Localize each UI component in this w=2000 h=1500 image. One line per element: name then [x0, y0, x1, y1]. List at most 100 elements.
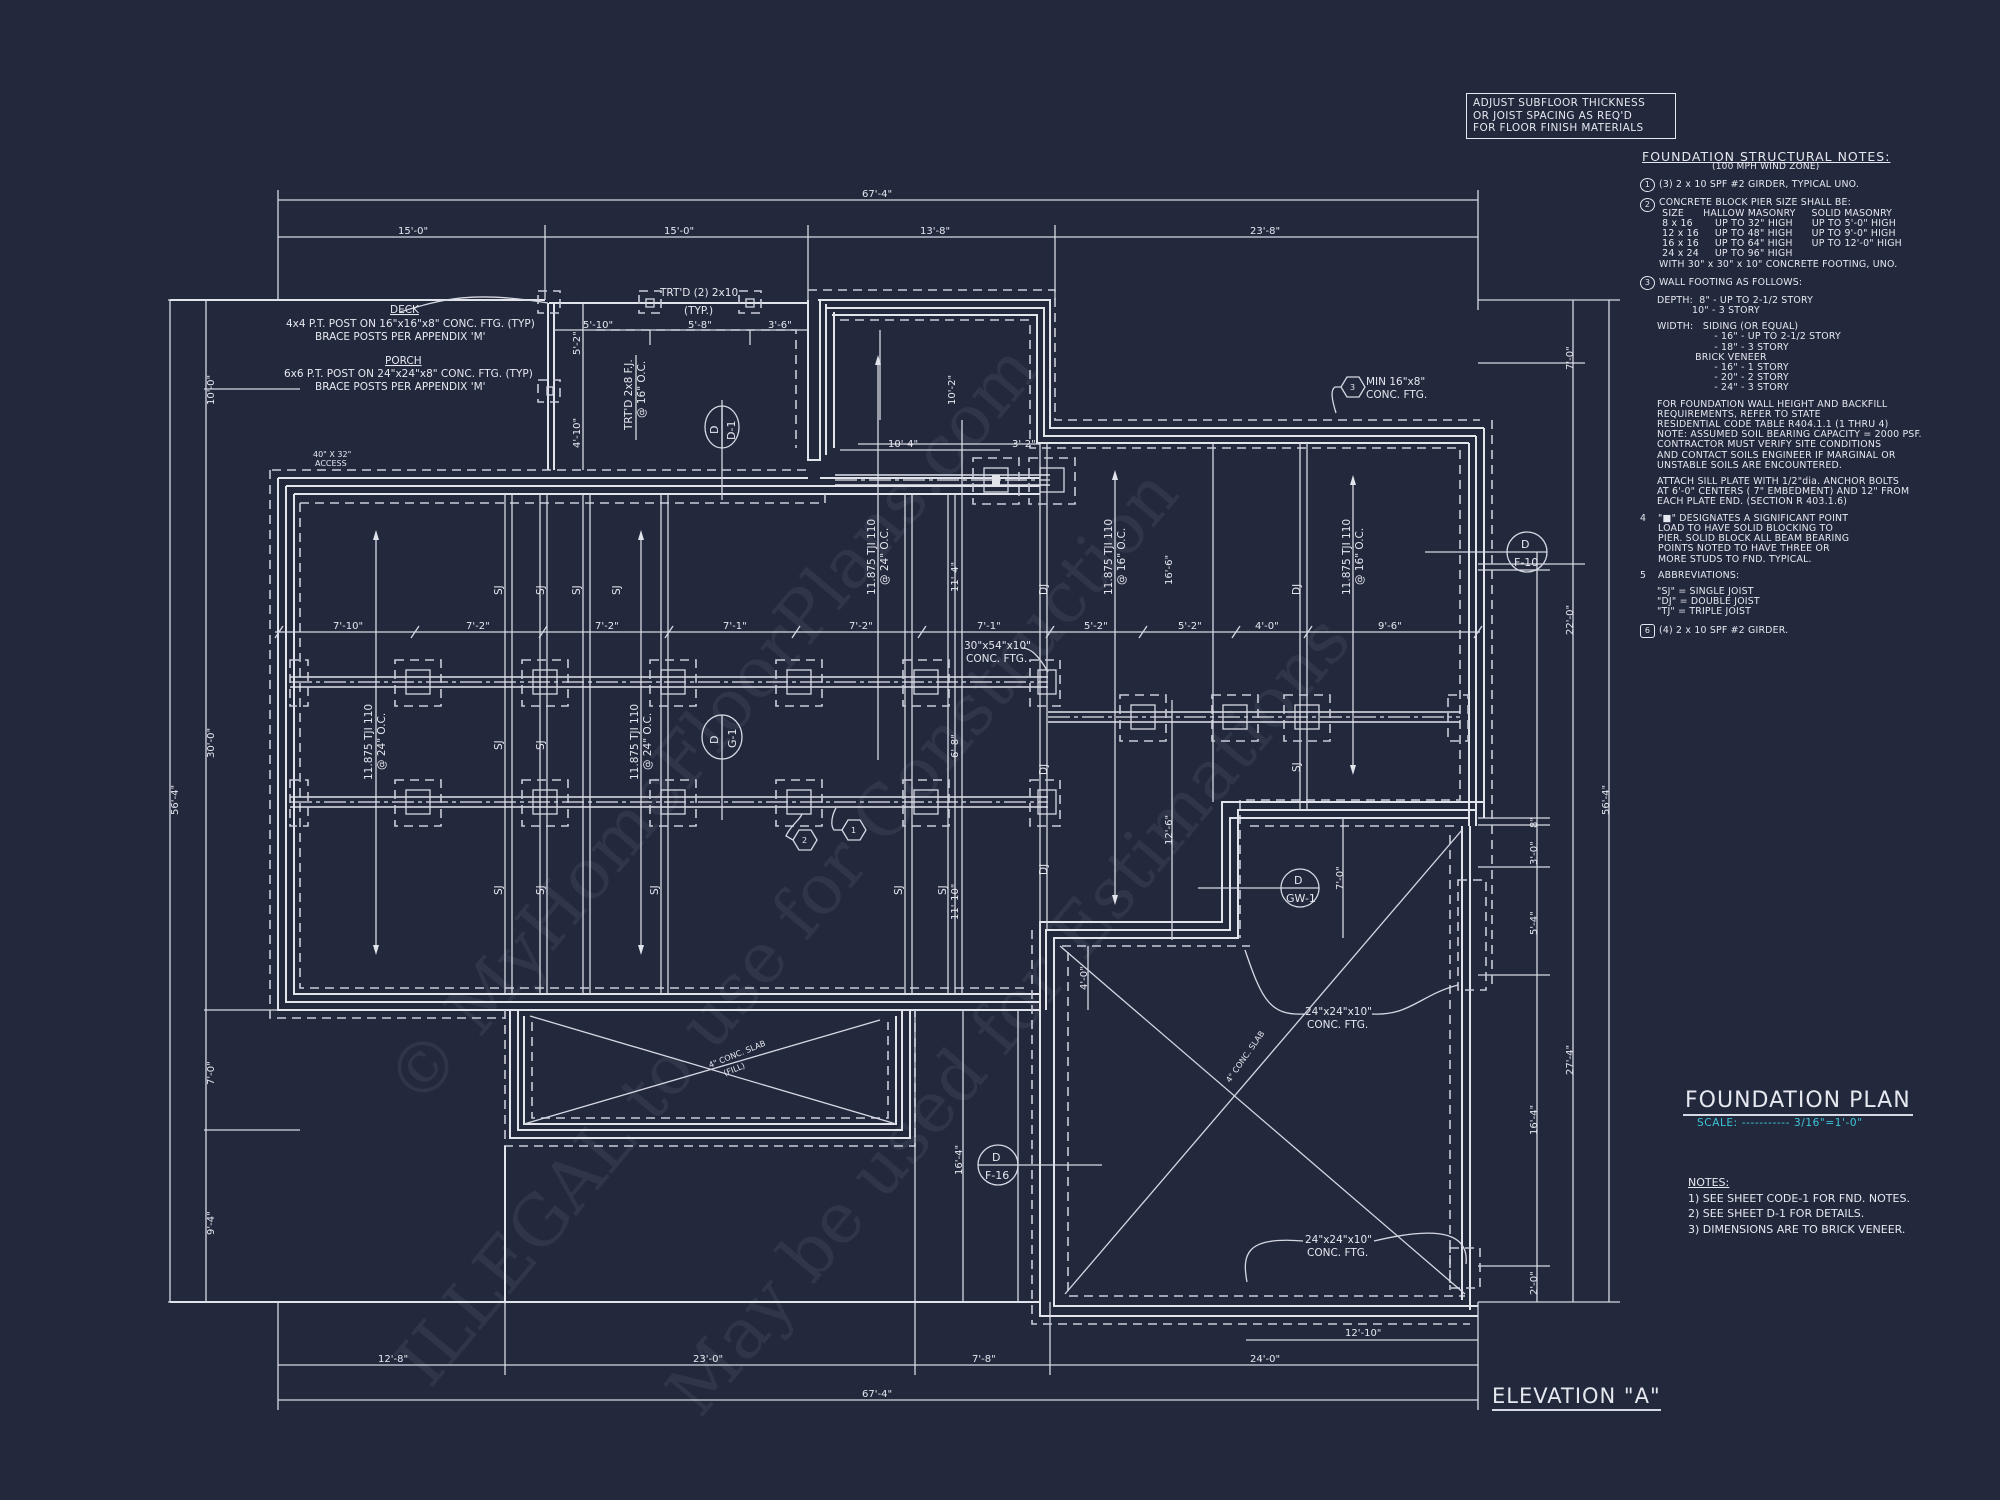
sj-label: SJ — [937, 885, 949, 895]
note-text: "SJ" = SINGLE JOIST "DJ" = DOUBLE JOIST … — [1657, 585, 1760, 618]
dj-label: DJ — [1291, 584, 1303, 595]
general-notes-heading: NOTES: — [1688, 1176, 1730, 1189]
section-tag-g1[interactable]: D G-1 — [701, 714, 743, 820]
sj-label: SJ — [493, 585, 505, 595]
dim-right-overall: 56'-4" — [1601, 785, 1612, 815]
dim-pier: 5'-2" — [1084, 621, 1108, 632]
pier — [394, 779, 442, 827]
porch-line1: 6x6 P.T. POST ON 24"x24"x8" CONC. FTG. (… — [284, 368, 533, 380]
dim-interior: 11'-10" — [950, 884, 961, 920]
note-text: ABBREVIATIONS: — [1658, 569, 1740, 581]
dim-deck: 5'-8" — [688, 320, 712, 331]
dim-pier: 7'-1" — [977, 621, 1001, 632]
dim-interior: 16'-6" — [1164, 555, 1175, 585]
section-tag-gw1[interactable]: D GW-1 — [1198, 868, 1320, 908]
pier — [972, 457, 1020, 505]
trtd-typ-label: (TYP.) — [684, 305, 713, 317]
sj-label: SJ — [493, 740, 505, 750]
note-number: 4 — [1640, 512, 1647, 524]
pier — [902, 779, 950, 827]
pier — [1283, 694, 1331, 742]
section-tag-top: D — [1521, 538, 1529, 551]
section-tag-f16[interactable]: D F-16 — [977, 1144, 1102, 1186]
dim-interior: 4'-0" — [1079, 966, 1090, 990]
pier — [1119, 694, 1167, 742]
dim-bottom-seg: 24'-0" — [1250, 1354, 1280, 1365]
porch-line2: BRACE POSTS PER APPENDIX 'M' — [315, 381, 486, 393]
plan-scale: SCALE: ----------- 3/16"=1'-0" — [1697, 1117, 1863, 1129]
dim-left-overall: 56'-4" — [170, 785, 181, 815]
structural-note-width: WIDTH: SIDING (OR EQUAL) - 16" - UP TO 2… — [1657, 322, 1980, 393]
section-tag-bottom: GW-1 — [1286, 892, 1316, 905]
pier — [1028, 457, 1076, 505]
section-tag-d1[interactable]: D D-1 — [704, 405, 740, 449]
dim-pier: 7'-2" — [849, 621, 873, 632]
left-dimensions: 56'-4" 10'-0" 30'-0" 7'-0" 9'-4" — [168, 299, 300, 1303]
dim-right-inner: 5'-4" — [1529, 911, 1540, 935]
tji-spacing: @ 24" O.C. — [642, 713, 654, 770]
dim-pier: 7'-2" — [595, 621, 619, 632]
pier — [649, 659, 697, 707]
note-text: WALL FOOTING AS FOLLOWS: — [1659, 276, 1803, 288]
deck-area: 5'-10" 5'-8" 3'-6" 5'-2" 4'-10" TRT'D (2… — [170, 287, 808, 470]
dim-left-seg: 9'-4" — [206, 1211, 217, 1235]
structural-note-1: 1(3) 2 x 10 SPF #2 GIRDER, TYPICAL UNO. — [1640, 178, 1980, 193]
dim-deck: 3'-6" — [768, 320, 792, 331]
pier — [775, 659, 823, 707]
hex-1-number: 1 — [851, 826, 856, 835]
section-tag-bottom: D-1 — [725, 421, 738, 440]
footing-callouts: 30"x54"x10" CONC. FTG. 3 MIN 16"x8" CONC… — [785, 376, 1467, 1283]
structural-note-depth: DEPTH: 8" - UP TO 2-1/2 STORY 10" - 3 ST… — [1657, 294, 1980, 317]
elevation-label: ELEVATION "A" — [1492, 1384, 1661, 1411]
conc-footing-a-size: 24"x24"x10" — [1305, 1006, 1372, 1018]
structural-note-4: 4"■" DESIGNATES A SIGNIFICANT POINT LOAD… — [1640, 512, 1980, 565]
section-tag-bottom: F-10 — [1514, 556, 1538, 569]
conc-footing-b-size: 24"x24"x10" — [1305, 1234, 1372, 1246]
dim-interior: 11'-4" — [950, 562, 961, 592]
tji-spacing: @ 24" O.C. — [879, 528, 891, 585]
dim-pier: 4'-0" — [1255, 621, 1279, 632]
note-text: WIDTH: SIDING (OR EQUAL) - 16" - UP TO 2… — [1657, 321, 1841, 394]
general-notes: NOTES: 1) SEE SHEET CODE-1 FOR FND. NOTE… — [1688, 1175, 1910, 1237]
girders — [290, 474, 1460, 808]
piers — [289, 457, 1469, 827]
pier — [1211, 694, 1259, 742]
joist-labels: 11.875 TJI 110 @ 24" O.C. 11.875 TJI 110… — [363, 519, 1366, 895]
section-tag-f10[interactable]: D F-10 — [1425, 531, 1548, 573]
interior-dimensions: 10'-4" 3'-2" 10'-2" 11'-4" 6'-8" 11'-10"… — [840, 375, 1346, 1175]
sj-label: SJ — [571, 585, 583, 595]
access-label: ACCESS — [315, 459, 347, 468]
pier — [394, 659, 442, 707]
dim-right-seg: 27'-4" — [1565, 1045, 1576, 1075]
dim-right-inner: 3'-0" — [1529, 841, 1540, 865]
dim-top-seg: 23'-8" — [1250, 226, 1280, 237]
hex-3-number: 3 — [1350, 383, 1355, 392]
pier — [902, 659, 950, 707]
pier-row-dimensions: 7'-10" 7'-2" 7'-2" 7'-1" 7'-2" 7'-1" 5'-… — [274, 621, 1483, 639]
tji-label: 11.875 TJI 110 — [1341, 519, 1353, 595]
tji-label: 11.875 TJI 110 — [866, 519, 878, 595]
tji-label: 11.875 TJI 110 — [629, 704, 641, 780]
adjust-note-line: OR JOIST SPACING AS REQ'D — [1473, 109, 1633, 122]
dim-right-inner: 8" — [1529, 817, 1540, 828]
adjust-note-line: ADJUST SUBFLOOR THICKNESS — [1473, 97, 1646, 109]
dim-pier: 7'-2" — [466, 621, 490, 632]
trtd-beam-label: TRT'D (2) 2x10 — [659, 287, 738, 299]
dim-right-inner: 2'-0" — [1529, 1271, 1540, 1295]
general-note-item: 1) SEE SHEET CODE-1 FOR FND. NOTES. — [1688, 1191, 1910, 1205]
sj-label: SJ — [535, 885, 547, 895]
note-text: ATTACH SILL PLATE WITH 1/2"dia. ANCHOR B… — [1657, 476, 1910, 508]
note-text: DEPTH: 8" - UP TO 2-1/2 STORY 10" - 3 ST… — [1657, 294, 1814, 317]
tji-spacing: @ 16" O.C. — [1354, 528, 1366, 585]
conc-footing-b-label: CONC. FTG. — [1307, 1247, 1368, 1259]
dim-right-seg: 7'-0" — [1565, 346, 1576, 370]
section-tag-top: D — [992, 1151, 1000, 1164]
structural-notes-subtitle: (100 MPH WIND ZONE) — [1712, 162, 1820, 173]
note-number-hex-icon: 6 — [1640, 623, 1655, 638]
dj-label: DJ — [1038, 864, 1050, 875]
big-footing-size: 30"x54"x10" — [964, 640, 1031, 652]
